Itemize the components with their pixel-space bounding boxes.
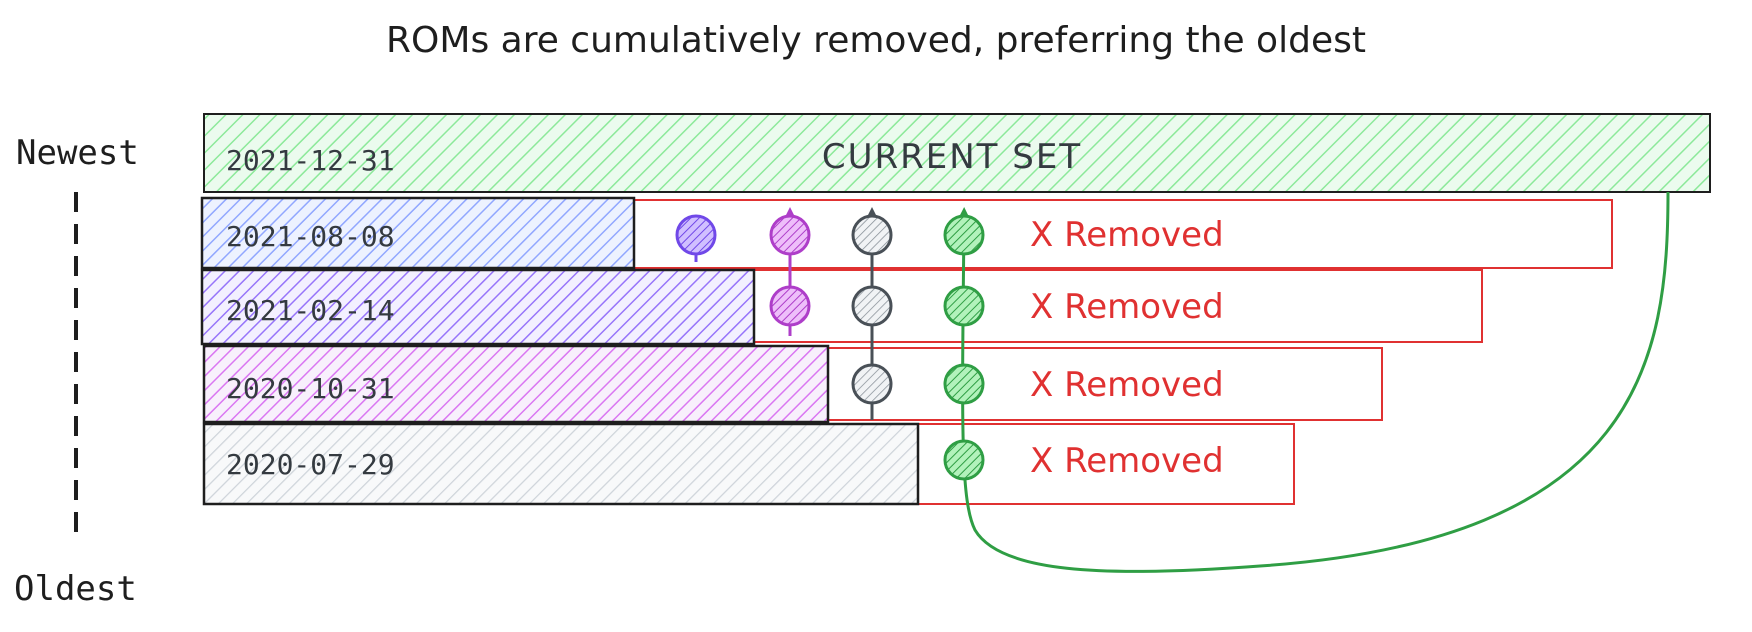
rom-marker-gray-2 [851,285,893,327]
removed-label-2020-07-29: X Removed [1030,441,1224,481]
date-label-2020-10-31: 2020-10-31 [226,372,395,405]
date-label-2020-07-29: 2020-07-29 [226,448,395,481]
rom-markers [675,214,985,481]
rom-marker-green-2 [943,285,985,327]
set-bar-2020-10-31 [202,344,830,424]
removed-label-2021-08-08: X Removed [1030,215,1224,255]
removed-label-2020-10-31: X Removed [1030,365,1224,405]
rom-marker-green-3 [943,363,985,405]
rom-marker-purple-1 [769,214,811,256]
rom-marker-green-4 [943,439,985,481]
rom-marker-gray-1 [851,214,893,256]
set-bar-2021-08-08 [200,196,636,270]
date-label-2021-08-08: 2021-08-08 [226,220,395,253]
rom-marker-purple-2 [769,285,811,327]
set-bar-2021-02-14 [200,268,756,346]
axis-label-newest: Newest [16,133,139,173]
diagram-title: ROMs are cumulatively removed, preferrin… [386,20,1366,61]
set-bar-current [203,113,1711,193]
rom-marker-green-1 [943,214,985,256]
set-bar-2020-07-29 [202,422,920,506]
rom-sets [200,113,1711,506]
rom-marker-violet-1 [675,214,717,256]
removed-label-2021-02-14: X Removed [1030,287,1224,327]
axis-label-oldest: Oldest [14,569,137,609]
rom-marker-gray-3 [851,363,893,405]
current-set-label: CURRENT SET [822,137,1082,177]
date-label-2021-02-14: 2021-02-14 [226,294,395,327]
date-label-current: 2021-12-31 [226,144,395,177]
removed-region-2020-07-29 [917,423,1295,505]
